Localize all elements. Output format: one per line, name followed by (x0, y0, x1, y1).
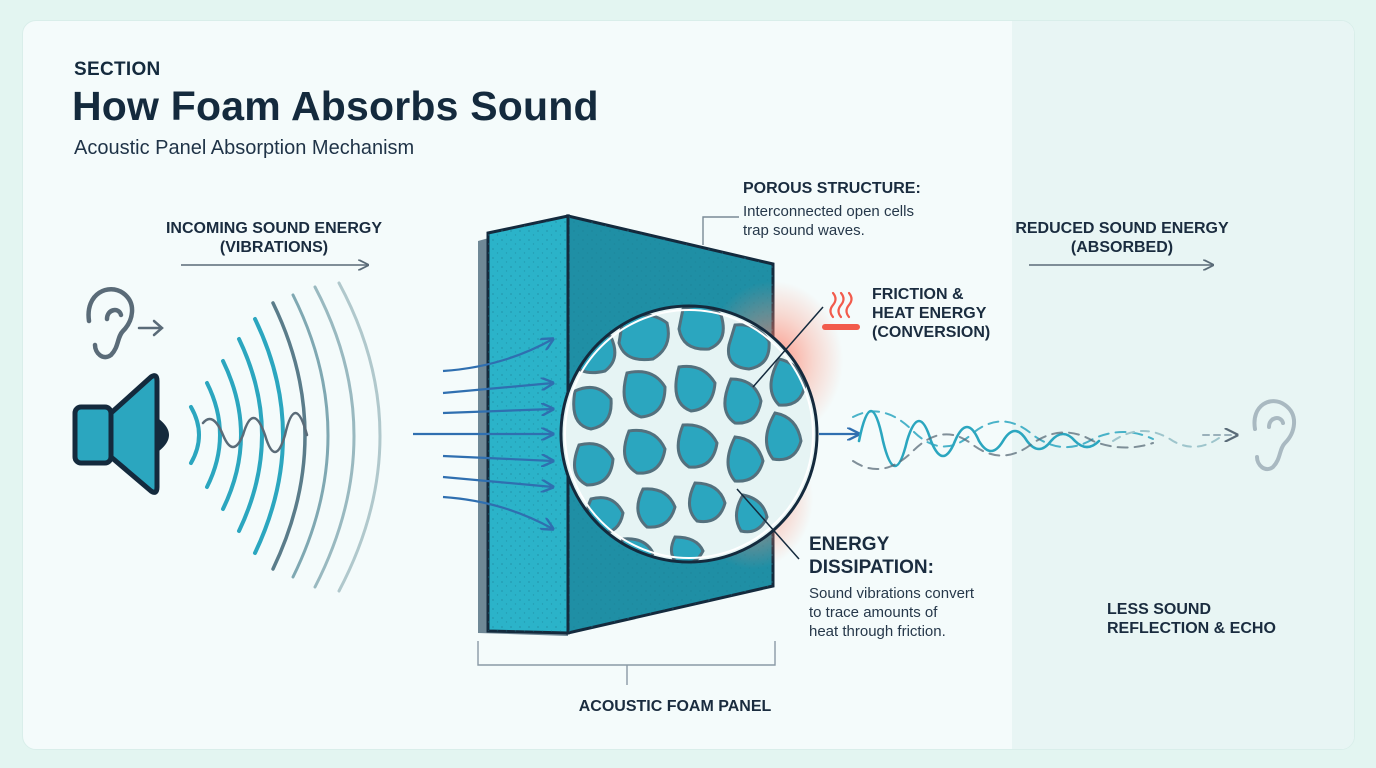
speaker-icon (72, 373, 169, 495)
ear-icon (1252, 399, 1296, 472)
outgoing-sound-waves (852, 409, 1237, 470)
panel-label: ACOUSTIC FOAM PANEL (578, 698, 772, 715)
reduced-label-line2: (ABSORBED) (1070, 239, 1174, 256)
reduced-energy-label: REDUCED SOUND ENERGY (ABSORBED) (999, 219, 1245, 257)
ear-icon (86, 287, 164, 360)
section-eyebrow: SECTION (74, 59, 161, 80)
dissipation-desc-line3: heat through friction. (809, 623, 946, 640)
reduced-label-line1: REDUCED SOUND ENERGY (1015, 220, 1229, 237)
less-reflection-label: LESS SOUND REFLECTION & ECHO (1107, 600, 1276, 638)
dissipation-title-line2: DISSIPATION: (809, 557, 934, 578)
result-panel (1012, 21, 1354, 749)
less-label-line2: REFLECTION & ECHO (1107, 620, 1276, 637)
porous-description: Interconnected open cells trap sound wav… (743, 202, 914, 240)
porous-title: POROUS STRUCTURE: (743, 180, 921, 197)
leader-line (736, 488, 800, 560)
dissipation-title: ENERGY DISSIPATION: (809, 533, 934, 579)
porous-desc-line1: Interconnected open cells (743, 203, 914, 220)
dissipation-desc-line1: Sound vibrations convert (809, 585, 975, 602)
dissipation-description: Sound vibrations convert to trace amount… (809, 584, 974, 641)
less-label-line1: LESS SOUND (1107, 601, 1212, 618)
incoming-sound-waves (189, 281, 382, 593)
incoming-energy-label: INCOMING SOUND ENERGY (VIBRATIONS) (149, 219, 399, 257)
panel-bracket (477, 641, 776, 666)
incoming-label-line1: INCOMING SOUND ENERGY (165, 220, 382, 237)
porous-desc-line2: trap sound waves. (743, 222, 865, 239)
leader-line (702, 216, 739, 245)
page-subtitle: Acoustic Panel Absorption Mechanism (74, 137, 415, 159)
friction-label-line1: FRICTION & (872, 286, 964, 303)
friction-label-line3: (CONVERSION) (872, 324, 991, 341)
dissipation-title-line1: ENERGY (809, 534, 890, 555)
page-title: How Foam Absorbs Sound (72, 83, 599, 129)
leader-line (752, 306, 824, 388)
friction-label-line2: HEAT ENERGY (872, 305, 987, 322)
heat-icon (822, 291, 860, 330)
dissipation-desc-line2: to trace amounts of (809, 604, 938, 621)
absorption-diagram (72, 214, 1296, 685)
incoming-label-line2: (VIBRATIONS) (219, 239, 329, 256)
infographic-card: SECTION How Foam Absorbs Sound Acoustic … (22, 20, 1355, 750)
incoming-energy-arrows (413, 339, 553, 529)
friction-label: FRICTION & HEAT ENERGY (CONVERSION) (872, 285, 990, 342)
